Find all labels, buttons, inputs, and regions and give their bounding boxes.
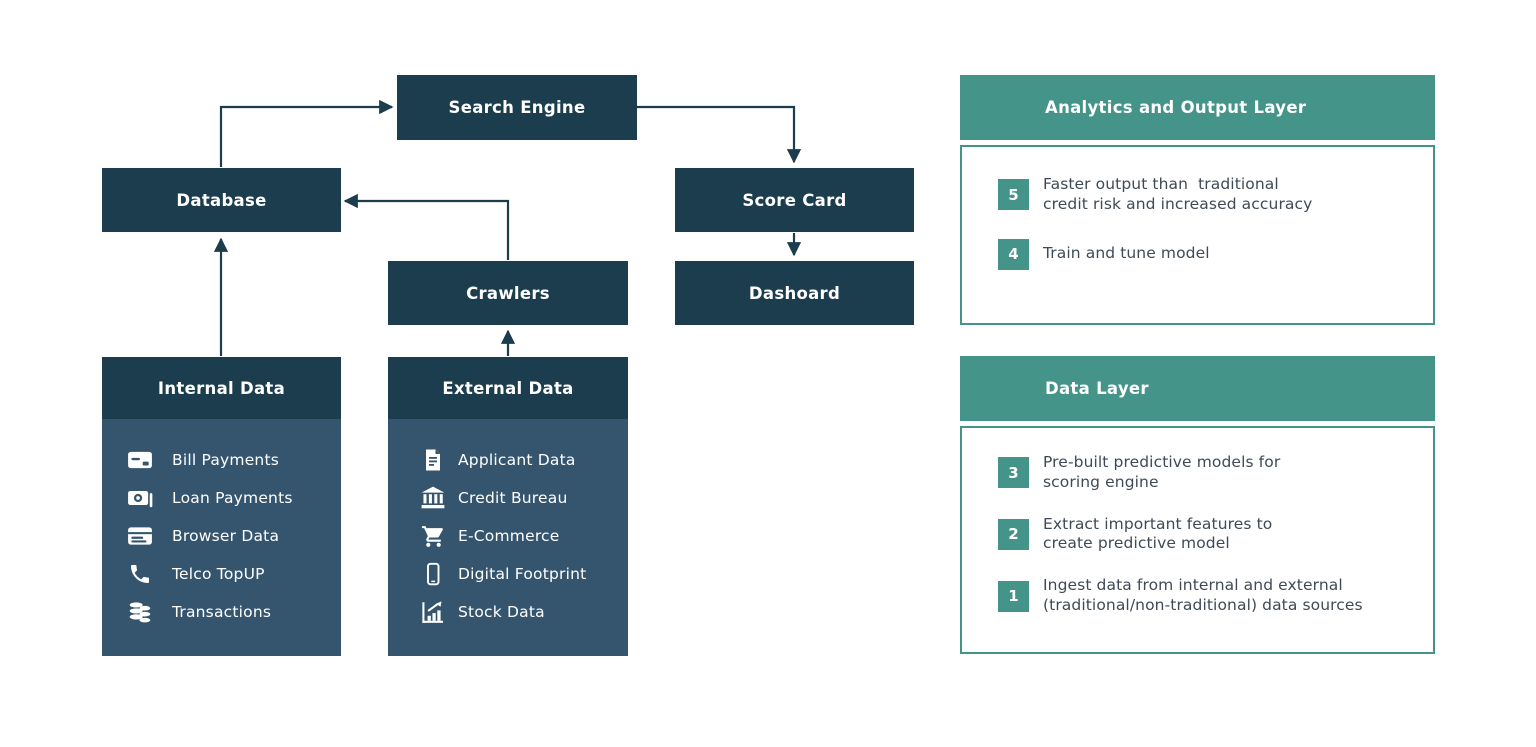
list-item: Browser Data [125, 521, 341, 551]
list-item-label: E-Commerce [458, 527, 560, 545]
step-number-badge: 2 [998, 518, 1029, 550]
list-item: Applicant Data [418, 445, 628, 475]
list-item: Bill Payments [125, 445, 341, 475]
document-icon [418, 448, 448, 472]
step-text: Pre-built predictive models for scoring … [1043, 453, 1281, 491]
step-item-4: 4 Train and tune model [998, 238, 1415, 270]
data-layer-panel-title: Data Layer [960, 356, 1435, 421]
arrow-crawlers-to-database [343, 193, 510, 260]
data-layer-panel-body: 3 Pre-built predictive models for scorin… [960, 426, 1435, 654]
list-item-label: Telco TopUP [172, 565, 265, 583]
step-text: Faster output than traditional credit ri… [1043, 175, 1313, 213]
node-crawlers: Crawlers [388, 261, 628, 325]
list-item-label: Stock Data [458, 603, 545, 621]
coins-icon [125, 599, 155, 625]
node-search-engine: Search Engine [397, 75, 637, 140]
stock-chart-icon [418, 599, 448, 625]
step-item-5: 5 Faster output than traditional credit … [998, 175, 1415, 215]
step-text: Ingest data from internal and external (… [1043, 576, 1363, 615]
list-item-label: Transactions [172, 603, 272, 621]
external-data-panel: External Data Applicant Data [388, 357, 628, 656]
step-text: Extract important features to create pre… [1043, 514, 1273, 553]
arrow-search-engine-to-score-card [637, 105, 802, 164]
analytics-panel: Analytics and Output Layer 5 Faster outp… [960, 75, 1435, 325]
step-item-1: 1 Ingest data from internal and external… [998, 576, 1415, 616]
list-item-label: Credit Bureau [458, 489, 568, 507]
browser-icon [125, 523, 155, 549]
list-item: Telco TopUP [125, 559, 341, 589]
step-item-2: 2 Extract important features to create p… [998, 515, 1415, 555]
cart-icon [418, 524, 448, 549]
step-number-badge: 1 [998, 580, 1029, 612]
list-item: Transactions [125, 597, 341, 627]
internal-data-list: Bill Payments Loan Payments [102, 419, 341, 627]
list-item: E-Commerce [418, 521, 628, 551]
list-item-label: Loan Payments [172, 489, 293, 507]
step-item-3: 3 Pre-built predictive models for scorin… [998, 453, 1415, 493]
list-item: Credit Bureau [418, 483, 628, 513]
node-dashboard: Dashoard [675, 261, 914, 325]
data-layer-panel: Data Layer 3 Pre-built predictive models… [960, 356, 1435, 654]
arrow-database-to-search-engine [219, 99, 394, 167]
list-item-label: Bill Payments [172, 451, 280, 469]
list-item-label: Browser Data [172, 527, 280, 545]
list-item: Stock Data [418, 597, 628, 627]
external-data-list: Applicant Data Credit Bureau [388, 419, 628, 627]
node-database: Database [102, 168, 341, 232]
step-number-badge: 4 [998, 238, 1029, 270]
bank-icon [418, 485, 448, 511]
banknote-icon [125, 485, 155, 511]
internal-data-panel: Internal Data Bill Payments [102, 357, 341, 656]
analytics-panel-body: 5 Faster output than traditional credit … [960, 145, 1435, 325]
credit-card-icon [125, 447, 155, 473]
analytics-panel-title: Analytics and Output Layer [960, 75, 1435, 140]
step-number-badge: 3 [998, 457, 1029, 489]
step-text: Train and tune model [1043, 244, 1210, 263]
phone-icon [125, 562, 155, 586]
list-item-label: Digital Footprint [458, 565, 587, 583]
smartphone-icon [418, 562, 448, 586]
list-item: Loan Payments [125, 483, 341, 513]
internal-data-title: Internal Data [102, 357, 341, 419]
list-item: Digital Footprint [418, 559, 628, 589]
node-score-card: Score Card [675, 168, 914, 232]
external-data-title: External Data [388, 357, 628, 419]
step-number-badge: 5 [998, 179, 1029, 211]
list-item-label: Applicant Data [458, 451, 576, 469]
